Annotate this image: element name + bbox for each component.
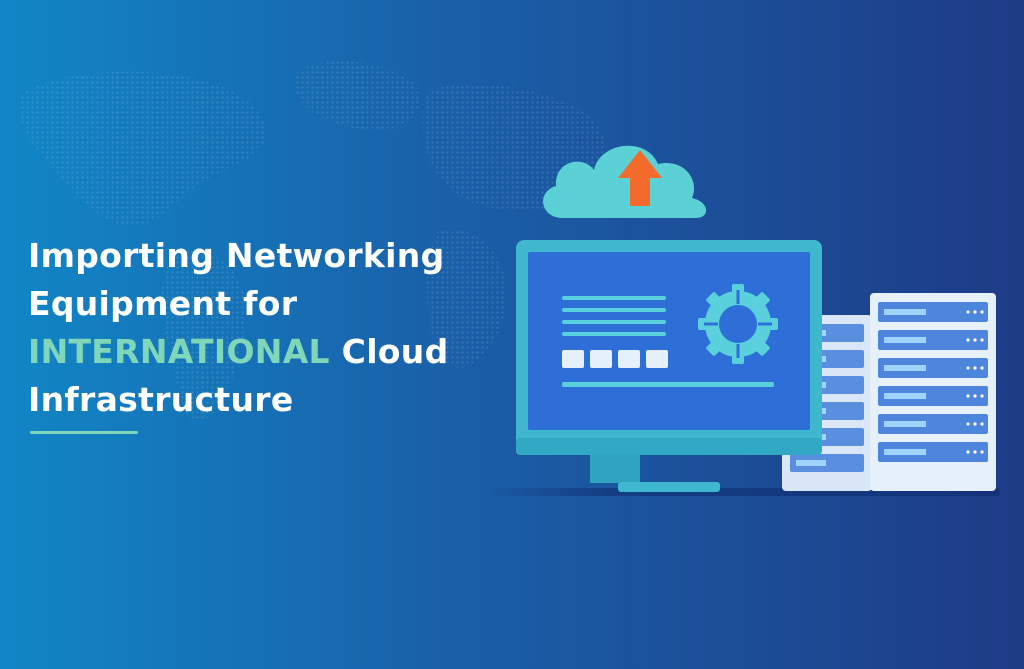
screen-progress-bar	[562, 382, 774, 387]
server-rack-icon	[870, 293, 996, 491]
headline-line-2: Equipment for	[28, 284, 298, 323]
screen-text-lines	[562, 296, 666, 336]
headline-line-3-rest: Cloud	[329, 332, 449, 371]
headline: Importing Networking Equipment for INTER…	[28, 232, 449, 424]
monitor-icon	[516, 240, 822, 492]
headline-line-3: INTERNATIONAL Cloud	[28, 328, 449, 376]
cloud-infrastructure-illustration	[480, 145, 1000, 496]
arrow-up-icon	[618, 150, 662, 206]
headline-underline	[30, 431, 138, 434]
gear-icon	[698, 284, 778, 364]
headline-line-4: Infrastructure	[28, 380, 294, 419]
screen-blocks	[562, 350, 668, 368]
headline-accent: INTERNATIONAL	[28, 332, 330, 371]
headline-line-1: Importing Networking	[28, 236, 445, 275]
cloud-upload-icon	[543, 145, 707, 218]
